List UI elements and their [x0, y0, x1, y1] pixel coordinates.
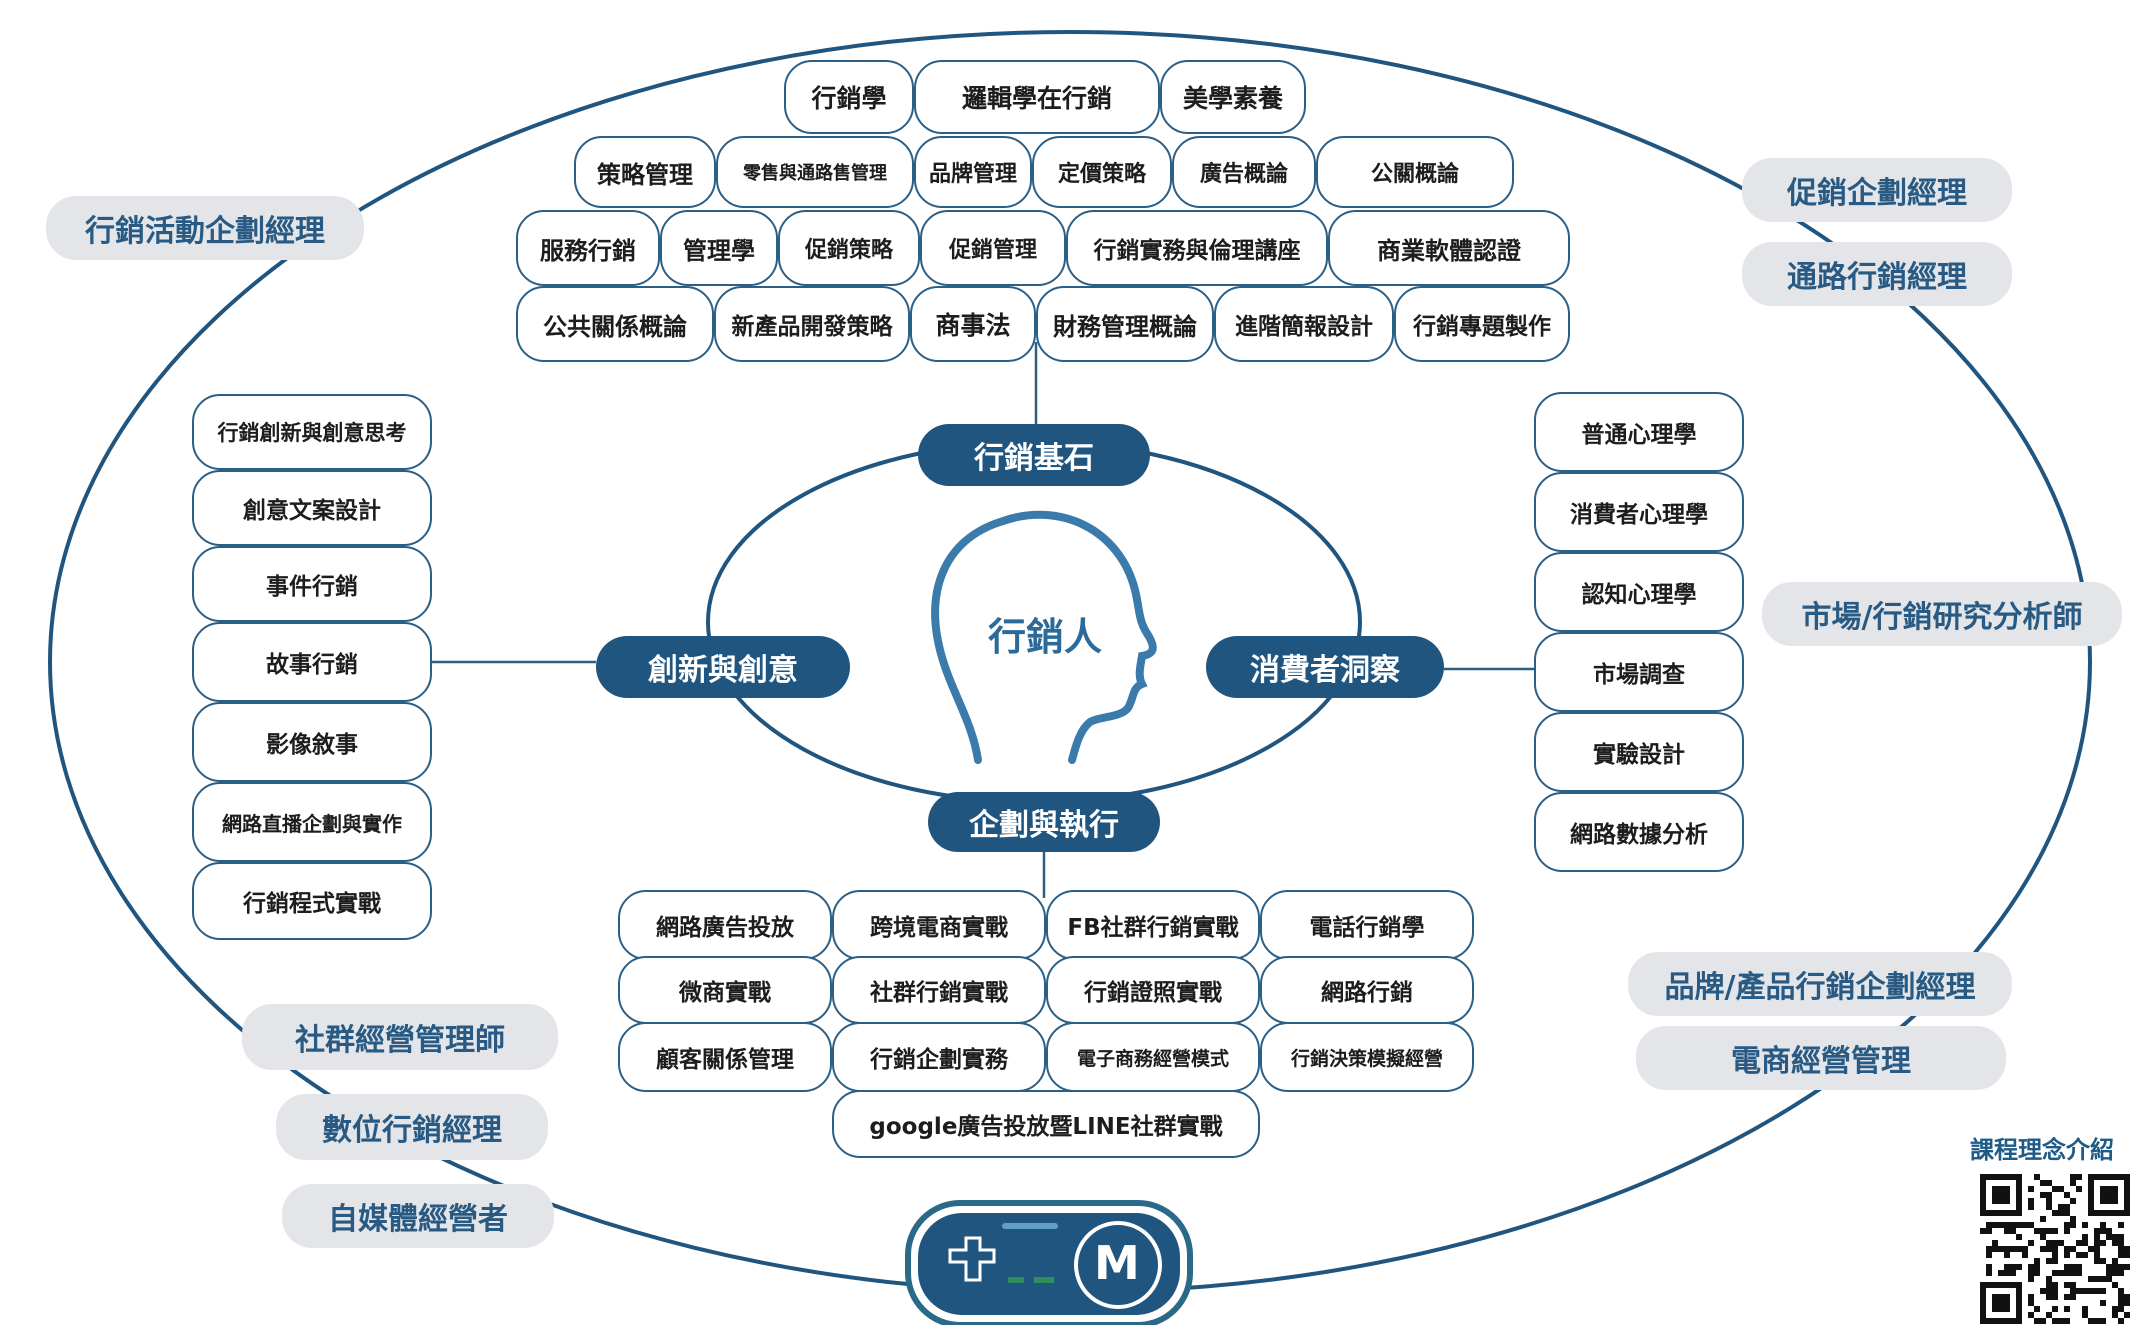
hub-innovation: 創新與創意 [596, 636, 850, 698]
career-badge-3: 通路行銷經理 [1742, 242, 2012, 306]
logo-letter: M [1094, 1236, 1140, 1290]
foundation-course-21: 行銷專題製作 [1394, 286, 1570, 362]
career-badge-8: 數位行銷經理 [276, 1094, 548, 1160]
foundation-course-15: 商業軟體認證 [1328, 210, 1570, 286]
innovation-course-7: 行銷程式實戰 [192, 862, 432, 940]
foundation-course-4: 策略管理 [574, 136, 716, 208]
innovation-course-5: 影像敘事 [192, 702, 432, 782]
hub-foundation: 行銷基石 [918, 424, 1150, 486]
foundation-course-6: 品牌管理 [914, 136, 1032, 208]
insight-course-3: 認知心理學 [1534, 552, 1744, 632]
foundation-course-11: 管理學 [660, 210, 778, 286]
foundation-course-5: 零售與通路售管理 [716, 136, 914, 208]
foundation-course-13: 促銷管理 [920, 210, 1066, 286]
foundation-course-14: 行銷實務與倫理講座 [1066, 210, 1328, 286]
qr-title: 課程理念介紹 [1970, 1136, 2114, 1164]
planning-course-10: 行銷企劃實務 [832, 1022, 1046, 1092]
foundation-course-19: 財務管理概論 [1036, 286, 1214, 362]
foundation-course-16: 公共關係概論 [516, 286, 714, 362]
planning-course-4: 電話行銷學 [1260, 890, 1474, 960]
innovation-course-2: 創意文案設計 [192, 470, 432, 546]
insight-course-6: 網路數據分析 [1534, 792, 1744, 872]
insight-course-4: 市場調查 [1534, 632, 1744, 712]
foundation-course-17: 新產品開發策略 [714, 286, 910, 362]
center-label: 行銷人 [988, 615, 1103, 659]
career-badge-7: 社群經營管理師 [242, 1004, 558, 1070]
career-badge-2: 促銷企劃經理 [1742, 158, 2012, 222]
career-badge-4: 市場/行銷研究分析師 [1762, 582, 2122, 646]
hub-planning: 企劃與執行 [928, 792, 1160, 852]
logo-badge [905, 1200, 1193, 1325]
foundation-course-20: 進階簡報設計 [1214, 286, 1394, 362]
career-badge-6: 電商經營管理 [1636, 1026, 2006, 1090]
foundation-course-18: 商事法 [910, 286, 1036, 362]
foundation-course-9: 公關概論 [1316, 136, 1514, 208]
career-badge-1: 行銷活動企劃經理 [46, 196, 364, 260]
qr-code [1976, 1170, 2134, 1325]
foundation-course-12: 促銷策略 [778, 210, 920, 286]
foundation-course-3: 美學素養 [1160, 60, 1306, 134]
innovation-course-6: 網路直播企劃與實作 [192, 782, 432, 862]
planning-course-12: 行銷決策模擬經營 [1260, 1022, 1474, 1092]
career-badge-5: 品牌/產品行銷企劃經理 [1628, 952, 2012, 1016]
foundation-course-10: 服務行銷 [516, 210, 660, 286]
insight-course-1: 普通心理學 [1534, 392, 1744, 472]
foundation-course-2: 邏輯學在行銷 [914, 60, 1160, 134]
planning-course-3: FB社群行銷實戰 [1046, 890, 1260, 960]
planning-course-13: google廣告投放暨LINE社群實戰 [832, 1090, 1260, 1158]
planning-course-5: 微商實戰 [618, 956, 832, 1024]
insight-course-2: 消費者心理學 [1534, 472, 1744, 552]
innovation-course-1: 行銷創新與創意思考 [192, 394, 432, 470]
head-profile-icon [931, 510, 1157, 764]
foundation-course-1: 行銷學 [784, 60, 914, 134]
innovation-course-4: 故事行銷 [192, 622, 432, 702]
planning-course-8: 網路行銷 [1260, 956, 1474, 1024]
foundation-course-7: 定價策略 [1032, 136, 1172, 208]
career-badge-9: 自媒體經營者 [282, 1184, 554, 1248]
planning-course-2: 跨境電商實戰 [832, 890, 1046, 960]
planning-course-11: 電子商務經營模式 [1046, 1022, 1260, 1092]
planning-course-7: 行銷證照實戰 [1046, 956, 1260, 1024]
planning-course-9: 顧客關係管理 [618, 1022, 832, 1092]
foundation-course-8: 廣告概論 [1172, 136, 1316, 208]
insight-course-5: 實驗設計 [1534, 712, 1744, 792]
planning-course-1: 網路廣告投放 [618, 890, 832, 960]
hub-insight: 消費者洞察 [1206, 636, 1444, 698]
planning-course-6: 社群行銷實戰 [832, 956, 1046, 1024]
innovation-course-3: 事件行銷 [192, 546, 432, 622]
